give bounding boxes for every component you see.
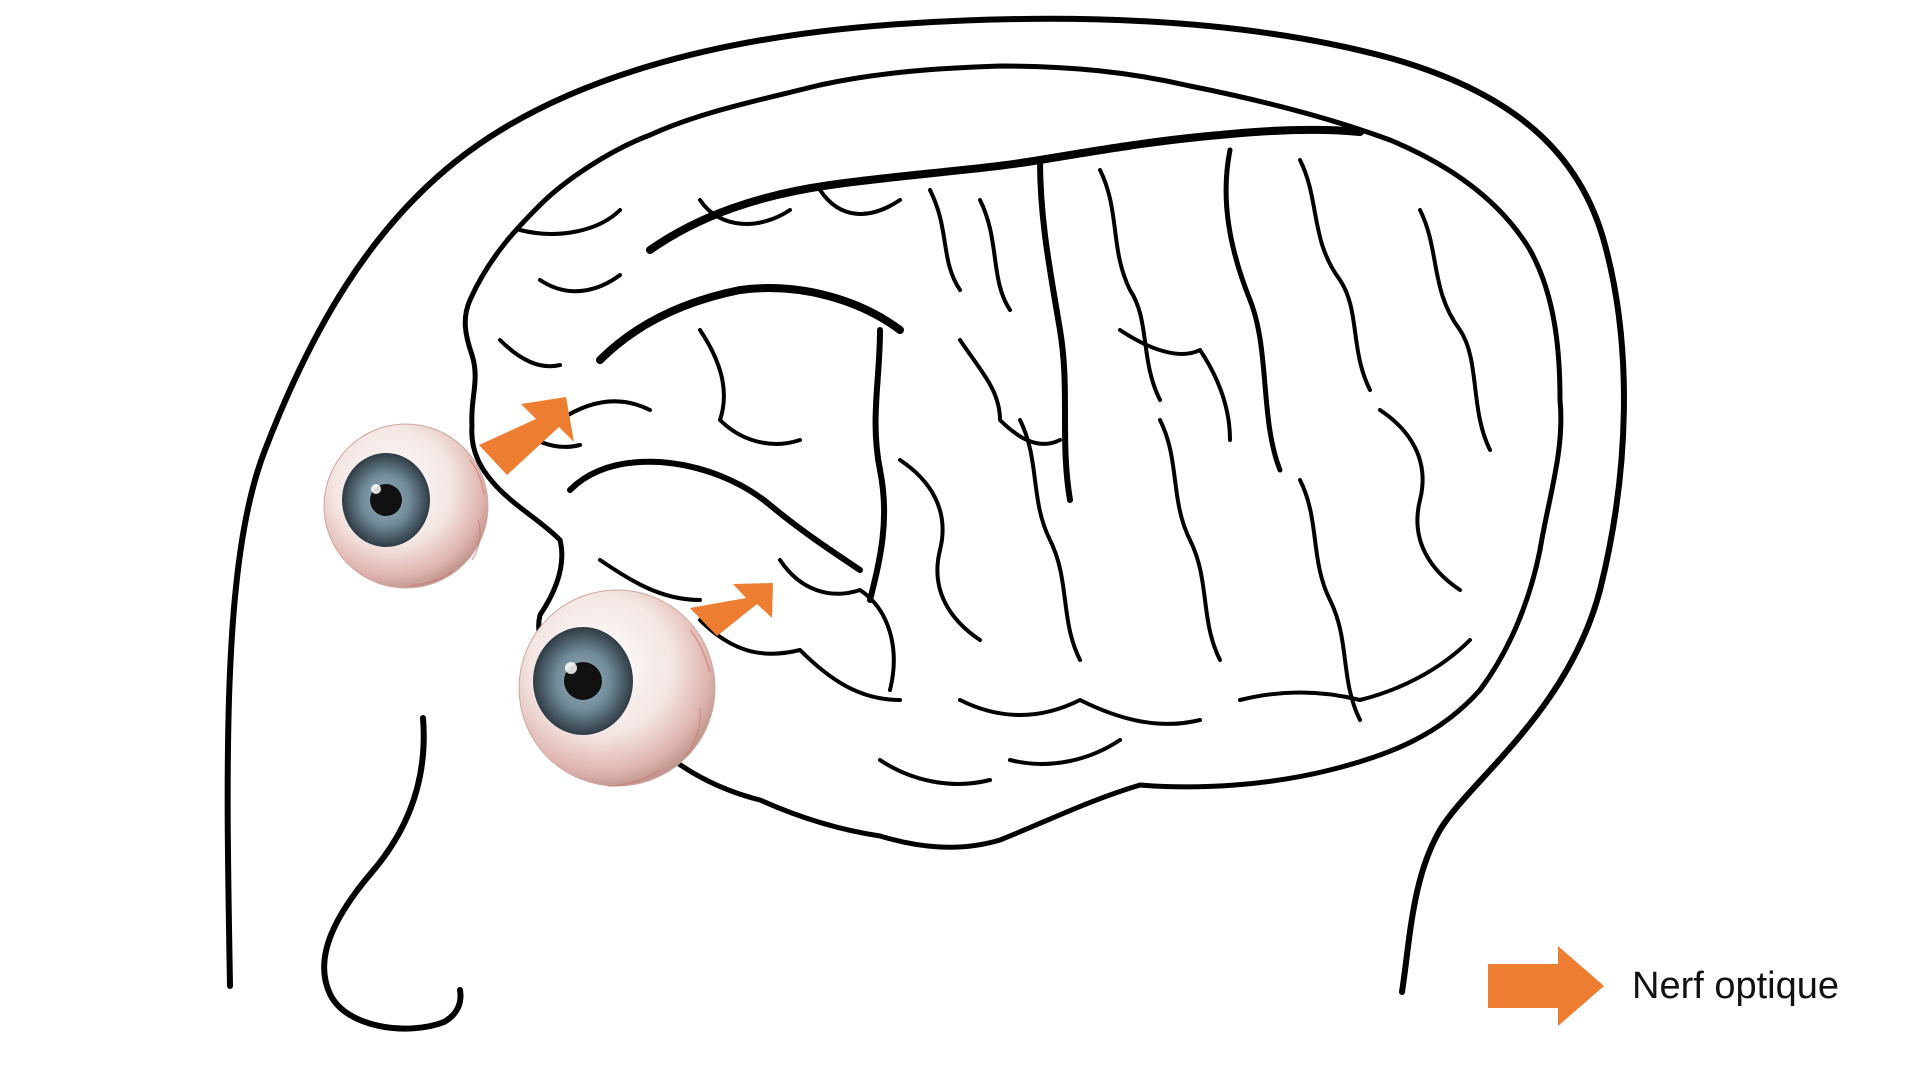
eye-lower [518,589,716,787]
head-outline [224,15,1627,995]
brain [462,63,1564,850]
legend: Nerf optique [1488,946,1839,1026]
orange-arrow-icon [1488,946,1604,1026]
eye-upper [323,423,489,589]
ear-outline [321,715,464,1032]
legend-label: Nerf optique [1632,964,1840,1007]
optic-nerve-arrow-upper [479,397,574,475]
brain-outline [462,63,1564,850]
optic-nerve-arrow-lower [690,583,773,636]
